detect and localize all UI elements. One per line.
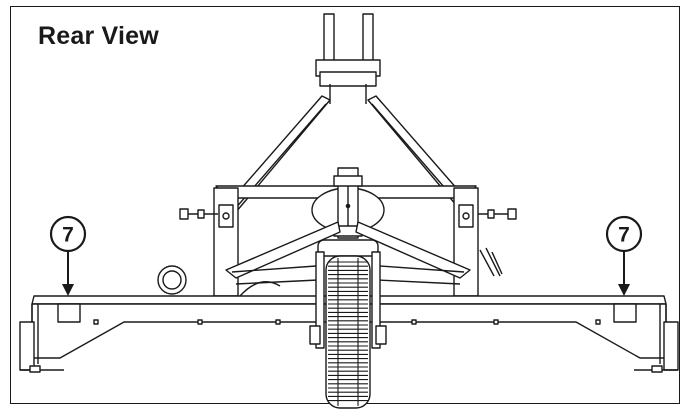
top-hitch-mast [315, 13, 381, 104]
right-spring [479, 247, 503, 277]
gauge-wheel [325, 255, 371, 409]
callout-left-label: 7 [62, 224, 74, 247]
callout-right: 7 [605, 215, 643, 296]
lower-rails [231, 265, 465, 285]
lower-braces [225, 221, 471, 279]
view-title: Rear View [38, 22, 159, 50]
callout-left: 7 [49, 215, 87, 296]
callout-right-label: 7 [618, 224, 630, 247]
right-side-plate [453, 187, 517, 297]
wheel-fork [309, 239, 387, 349]
left-side-plate [179, 187, 239, 297]
left-hub [157, 265, 281, 297]
gearbox [311, 167, 385, 239]
